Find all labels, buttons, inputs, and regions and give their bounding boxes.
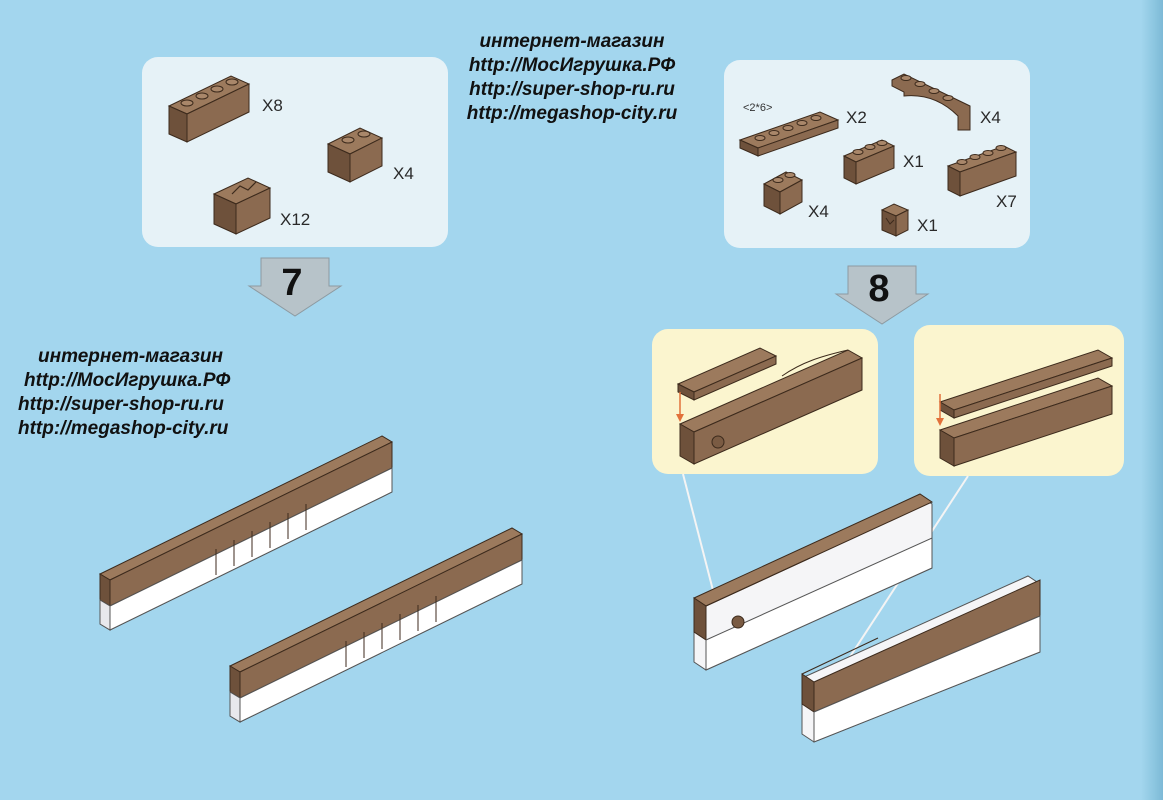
detail-left-assembly <box>676 347 864 465</box>
detail-right-assembly <box>936 349 1114 467</box>
part-brick-1x1-printed <box>880 203 910 237</box>
step7-beam-upper <box>98 435 394 631</box>
step7-parts-panel <box>142 57 448 247</box>
step7-number: 7 <box>281 262 303 304</box>
watermark-line: http://megashop-city.ru <box>466 103 678 124</box>
step7-arrow-icon <box>247 257 343 317</box>
part-brick-1x3 <box>842 139 896 185</box>
watermark-left: интернет-магазин http://МосИгрушка.РФ ht… <box>10 345 290 441</box>
part-qty-label: X4 <box>393 164 414 183</box>
part-qty-label: X2 <box>846 108 867 127</box>
part-brick-1x4 <box>167 75 251 143</box>
step8-number: 8 <box>868 268 890 310</box>
watermark-top: интернет-магазин http://МосИгрушка.РФ ht… <box>432 30 712 126</box>
scan-edge <box>1141 0 1163 800</box>
watermark-line: интернет-магазин <box>38 346 224 367</box>
part-brick-1x2 <box>326 127 384 183</box>
watermark-line: http://megashop-city.ru <box>18 418 229 439</box>
step8-arrow-icon <box>834 265 930 325</box>
part-brick-1x2 <box>762 171 804 215</box>
watermark-line: http://super-shop-ru.ru <box>469 79 675 100</box>
part-qty-label: X1 <box>917 216 938 235</box>
step7-beam-lower <box>228 527 524 723</box>
watermark-line: http://super-shop-ru.ru <box>18 394 224 415</box>
plate-size-label: <2*6> <box>743 102 773 114</box>
watermark-line: http://МосИгрушка.РФ <box>24 370 231 391</box>
part-qty-label: X8 <box>262 96 283 115</box>
part-plate-2x6 <box>738 111 840 157</box>
step8-beam-lower <box>801 575 1041 743</box>
part-brick-1x4 <box>946 145 1018 197</box>
watermark-line: интернет-магазин <box>479 31 665 52</box>
step8-beam-upper <box>692 493 934 671</box>
part-brick-1x2-printed <box>212 177 272 235</box>
part-qty-label: X4 <box>808 202 829 221</box>
watermark-line: http://МосИгрушка.РФ <box>468 55 676 76</box>
part-arch-1x6 <box>891 73 971 131</box>
part-qty-label: X12 <box>280 210 311 229</box>
part-qty-label: X4 <box>980 108 1001 127</box>
part-qty-label: X1 <box>903 152 924 171</box>
part-qty-label: X7 <box>996 192 1017 211</box>
